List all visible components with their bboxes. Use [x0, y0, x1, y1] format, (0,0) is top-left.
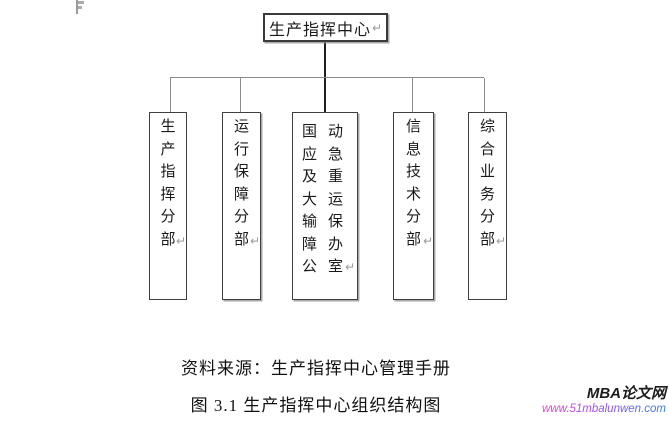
connector-stub-1	[170, 78, 171, 112]
connector-stub-4	[412, 78, 413, 112]
org-box-emergency-transport-office: 国动应急及重大运输保障办公室 ↵	[292, 112, 358, 300]
org-box-root: 生产指挥中心 ↵	[263, 13, 388, 42]
watermark-site-url: www.51mbalunwen.com	[541, 403, 666, 415]
connector-stub-5	[484, 78, 485, 112]
org-box-operation-support-branch: 运行保障分部 ↵	[222, 112, 261, 300]
org-box-production-command-branch: 生产指挥分部 ↵	[149, 112, 187, 300]
artifact-tick	[78, 1, 84, 4]
org-box-comprehensive-business-branch: 综合业务分部 ↵	[468, 112, 507, 300]
figure-caption: 图 3.1 生产指挥中心组织结构图	[190, 396, 442, 415]
paragraph-return-mark: ↵	[422, 234, 433, 248]
figure-source-note: 资料来源：生产指挥中心管理手册	[181, 359, 451, 378]
watermark: MBA论文网 www.51mbalunwen.com	[542, 385, 666, 417]
paragraph-return-mark: ↵	[175, 234, 186, 248]
org-box-label: 国动应急及重大运输保障办公室	[302, 124, 355, 275]
paragraph-return-mark: ↵	[249, 234, 260, 248]
org-box-label: 综合业务分部	[479, 119, 495, 248]
org-box-label: 信息技术分部	[405, 119, 421, 248]
org-box-label: 运行保障分部	[233, 119, 249, 248]
paragraph-return-mark: ↵	[371, 20, 383, 35]
connector-stub-2	[240, 78, 241, 112]
paragraph-return-mark: ↵	[344, 260, 355, 274]
org-box-root-label: 生产指挥中心	[268, 21, 371, 39]
org-box-label: 生产指挥分部	[160, 119, 176, 248]
artifact-bar	[76, 0, 78, 14]
artifact-tick	[78, 6, 82, 9]
watermark-site-name: MBA论文网	[586, 385, 666, 402]
page-artifact-mark	[74, 0, 86, 16]
org-box-information-technology-branch: 信息技术分部 ↵	[393, 112, 434, 300]
connector-horizontal-line	[170, 77, 484, 78]
paragraph-return-mark: ↵	[495, 234, 506, 248]
